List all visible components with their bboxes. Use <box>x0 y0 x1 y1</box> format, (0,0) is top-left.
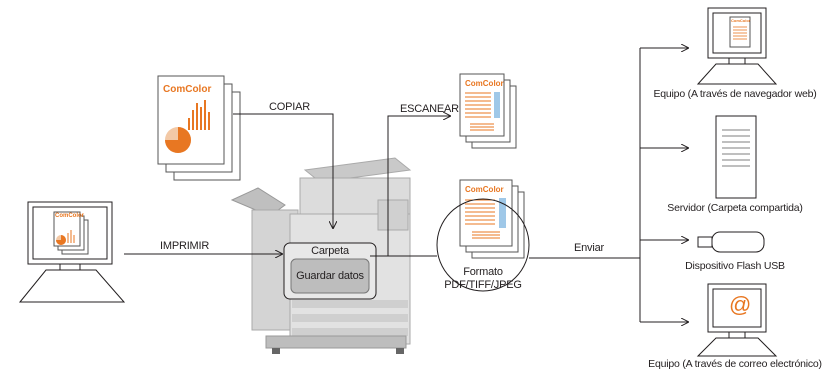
mail-pc-icon <box>696 283 778 357</box>
format-label: Formato <box>463 266 503 278</box>
scan-document-top-icon <box>459 73 517 149</box>
panel-folder-label: Carpeta <box>311 245 349 257</box>
server-icon <box>715 115 757 199</box>
scan-label: ESCANEAR <box>400 103 459 115</box>
format-types-label: PDF/TIFF/JPEG <box>444 279 522 291</box>
pc-document-brand: ComColor <box>55 213 84 219</box>
large-document-icon <box>157 75 241 181</box>
scan-document-mid-brand: ComColor <box>465 185 504 194</box>
email-at-icon: @ <box>729 292 752 317</box>
pc-left-icon <box>18 201 126 303</box>
large-document-brand: ComColor <box>163 84 212 95</box>
mail-pc-label: Equipo (A través de correo electrónico) <box>648 358 822 370</box>
scan-document-mid-icon <box>459 179 525 259</box>
web-pc-icon <box>696 7 778 85</box>
printer-panel <box>283 242 377 300</box>
copy-label: COPIAR <box>269 101 310 113</box>
server-label: Servidor (Carpeta compartida) <box>667 202 803 214</box>
format-circle <box>436 198 530 292</box>
save-data-button[interactable]: Guardar datos <box>296 270 364 282</box>
web-pc-label: Equipo (A través de navegador web) <box>653 88 817 100</box>
scan-document-top-brand: ComColor <box>465 79 504 88</box>
print-label: IMPRIMIR <box>160 240 210 252</box>
web-pc-document-brand: ComColor <box>731 18 751 23</box>
flash-label: Dispositivo Flash USB <box>685 260 785 272</box>
usb-flash-icon <box>697 231 765 253</box>
connection-lines <box>124 48 688 322</box>
send-label: Enviar <box>574 242 604 254</box>
